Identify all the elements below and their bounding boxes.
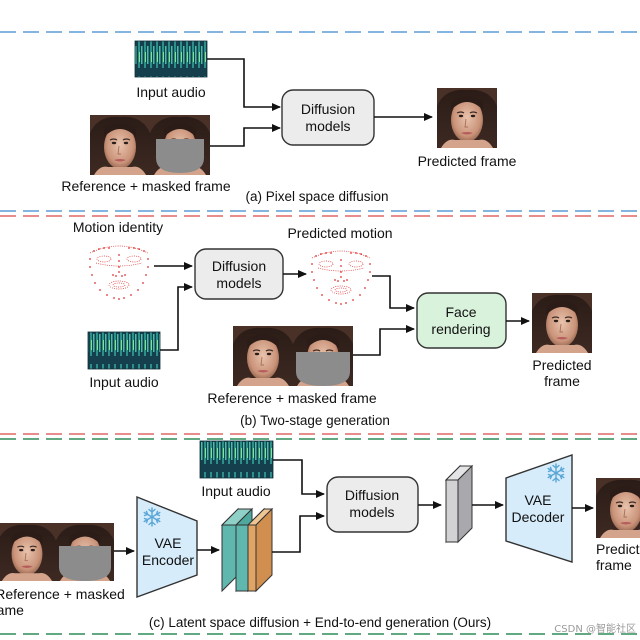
diffusion-label-a-1: Diffusion: [301, 101, 355, 117]
reference-label-c-1: Reference + masked: [0, 586, 125, 602]
predicted-frame-c: [596, 478, 640, 538]
input-audio-label-a: Input audio: [136, 84, 205, 100]
predicted-motion-label: Predicted motion: [287, 225, 392, 241]
spectrogram-a: [134, 40, 208, 78]
spectrogram-b: [87, 331, 161, 370]
arrow-frames-to-diffusion-a: [210, 124, 281, 147]
decoder-label-2: Decoder: [512, 509, 565, 525]
diffusion-label-c-1: Diffusion: [345, 487, 399, 503]
arrow-motion-to-render-b: [372, 275, 415, 312]
encoder-label-1: VAE: [155, 535, 182, 551]
watermark: CSDN @智能社区: [554, 622, 636, 635]
predicted-label-c-2: frame: [596, 557, 632, 573]
diffusion-label-b-1: Diffusion: [212, 258, 266, 274]
predicted-frame-a: [437, 88, 497, 148]
reference-masked-frames-a: [90, 115, 210, 175]
predicted-frame-b: [532, 293, 592, 353]
face-rendering-label-1: Face: [445, 304, 476, 320]
reference-label-b: Reference + masked frame: [207, 390, 376, 406]
reference-masked-frames-c: [0, 522, 114, 582]
section-c: Input audio Reference + masked frame VAE…: [0, 440, 640, 630]
latent-blocks: [220, 507, 274, 593]
arrow-audio-to-diffusion-c: [273, 459, 325, 498]
reference-masked-frames-b: [233, 326, 353, 386]
output-latent-block: [444, 464, 474, 544]
predicted-label-b-2: frame: [544, 373, 580, 389]
input-audio-label-c: Input audio: [201, 483, 270, 499]
arrow-audio-to-diffusion-a: [207, 58, 281, 111]
mask-a: [156, 139, 204, 173]
spectrogram-c: [199, 440, 274, 479]
encoder-label-2: Encoder: [142, 552, 194, 568]
diffusion-label-a-2: models: [305, 118, 350, 134]
caption-a: (a) Pixel space diffusion: [245, 189, 388, 204]
section-a: Input audio Reference + masked frame Dif…: [61, 40, 517, 204]
predicted-motion-mesh: [310, 250, 372, 306]
mask-b: [296, 352, 350, 386]
reference-label-a: Reference + masked frame: [61, 178, 230, 194]
input-audio-label-b: Input audio: [89, 374, 158, 390]
diffusion-label-c-2: models: [349, 504, 394, 520]
predicted-label-a: Predicted frame: [418, 153, 517, 169]
caption-c: (c) Latent space diffusion + End-to-end …: [149, 615, 491, 630]
arrow-latent-to-diffusion-c: [272, 512, 325, 553]
decoder-label-1: VAE: [525, 492, 552, 508]
diffusion-label-b-2: models: [216, 275, 261, 291]
face-rendering-label-2: rendering: [431, 321, 490, 337]
predicted-label-b-1: Predicted: [532, 357, 591, 373]
reference-label-c-2: frame: [0, 602, 24, 618]
mask-c: [59, 546, 111, 581]
arrow-frames-to-render-b: [353, 325, 415, 356]
diffusion-box-b: [194, 248, 284, 300]
arrow-audio-to-diffusion-b: [160, 283, 193, 351]
caption-b: (b) Two-stage generation: [240, 413, 390, 428]
predicted-label-c-1: Predicte: [596, 541, 640, 557]
motion-identity-label: Motion identity: [73, 219, 163, 235]
section-b: Motion identity Input audio Diffusion mo…: [73, 219, 592, 428]
motion-identity-mesh: [88, 245, 150, 301]
